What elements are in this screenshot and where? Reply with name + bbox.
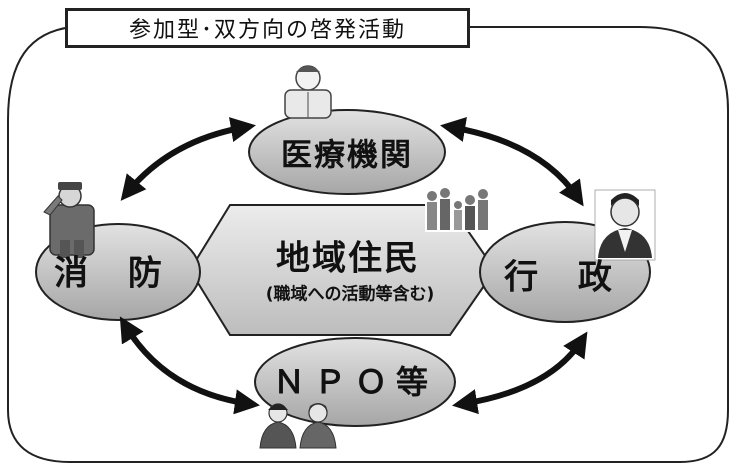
residents-figure (425, 186, 495, 232)
label-npo: ＮＰＯ等 (272, 363, 438, 401)
label-fire-department: 消 防 (54, 253, 176, 294)
arrow-shobo-iryo (120, 117, 256, 201)
label-local-residents-sub: (職域への活動等含む) (265, 284, 435, 305)
npo-figure (259, 403, 337, 449)
label-government: 行 政 (504, 257, 626, 298)
label-medical-institution: 医療機関 (281, 137, 413, 174)
diagram-title: 参加型･双方向の啓発活動 (65, 8, 470, 48)
label-local-residents: 地域住民 (276, 238, 420, 279)
outer-frame (7, 26, 729, 463)
firefighter-figure (43, 182, 95, 258)
arrow-npo-gyosei (452, 331, 588, 415)
official-figure (594, 189, 656, 261)
arrow-iryo-gyosei (440, 117, 584, 207)
arrow-shobo-npo (119, 316, 260, 415)
doctor-figure (284, 65, 332, 119)
